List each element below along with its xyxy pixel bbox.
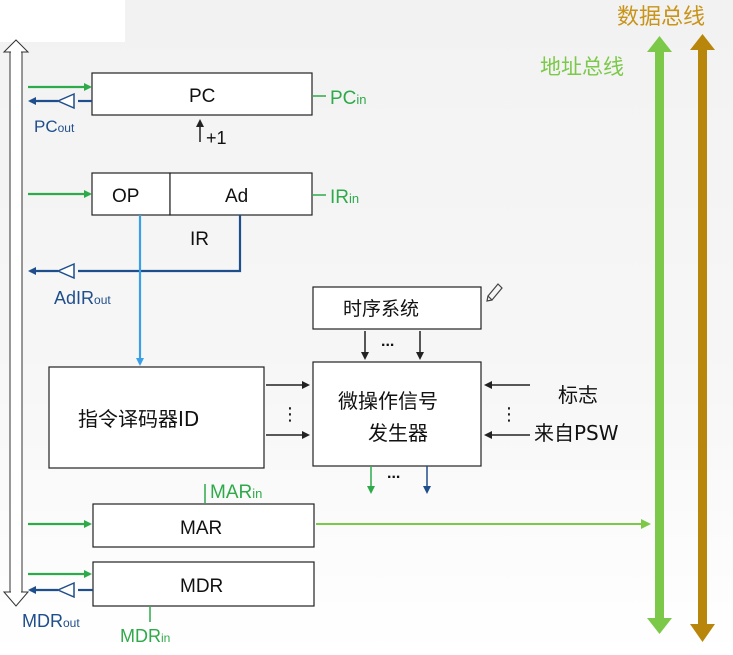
output-ellipsis: ... <box>387 465 400 482</box>
data-bus-label: 数据总线 <box>617 5 705 30</box>
timing-system-box <box>312 286 482 330</box>
mar-in-signal: MARin <box>210 482 262 503</box>
pc-register <box>91 72 313 116</box>
data-bus-arrow <box>690 34 715 642</box>
mdr-register <box>92 561 315 607</box>
decoder-ellipsis: ⋮ <box>281 404 299 424</box>
mdr-in-signal: MDRin <box>120 626 170 646</box>
plus-one-label: +1 <box>206 128 227 148</box>
flags-label-line1: 标志 <box>558 383 598 407</box>
address-bus-arrow <box>647 36 672 634</box>
instruction-decoder-box <box>48 366 265 469</box>
pc-out-gate <box>56 92 75 110</box>
pc-in-signal: PCin <box>330 88 367 109</box>
internal-bus <box>2 39 30 607</box>
header-blank <box>0 0 125 42</box>
timing-system-label: 时序系统 <box>343 298 419 320</box>
op-label: OP <box>112 186 139 207</box>
pencil-icon <box>486 283 503 302</box>
ir-label: IR <box>190 229 209 250</box>
flags-ellipsis: ⋮ <box>500 404 518 424</box>
micro-op-line2: 发生器 <box>368 421 428 445</box>
mdr-out-signal: MDRout <box>22 611 80 631</box>
micro-op-line1: 微操作信号 <box>338 389 438 413</box>
mar-register <box>92 503 315 548</box>
mdr-label: MDR <box>180 576 223 597</box>
ir-in-signal: IRin <box>330 187 359 208</box>
instruction-decoder-label: 指令译码器ID <box>78 407 199 431</box>
pc-label: PC <box>189 86 215 107</box>
address-bus-label: 地址总线 <box>540 55 624 79</box>
adir-out-signal: AdIRout <box>54 288 111 308</box>
adir-out-gate <box>56 262 75 280</box>
flags-label-line2: 来自PSW <box>534 421 619 445</box>
ad-label: Ad <box>225 186 248 207</box>
micro-op-generator-box <box>312 361 482 467</box>
timing-ellipsis: ... <box>381 333 394 350</box>
ir-ad-field <box>169 172 313 216</box>
pc-out-signal: PCout <box>34 117 75 136</box>
adir-out-line <box>78 215 242 273</box>
ir-op-field <box>91 172 171 216</box>
mdr-out-gate <box>56 581 75 599</box>
mar-label: MAR <box>180 518 222 539</box>
